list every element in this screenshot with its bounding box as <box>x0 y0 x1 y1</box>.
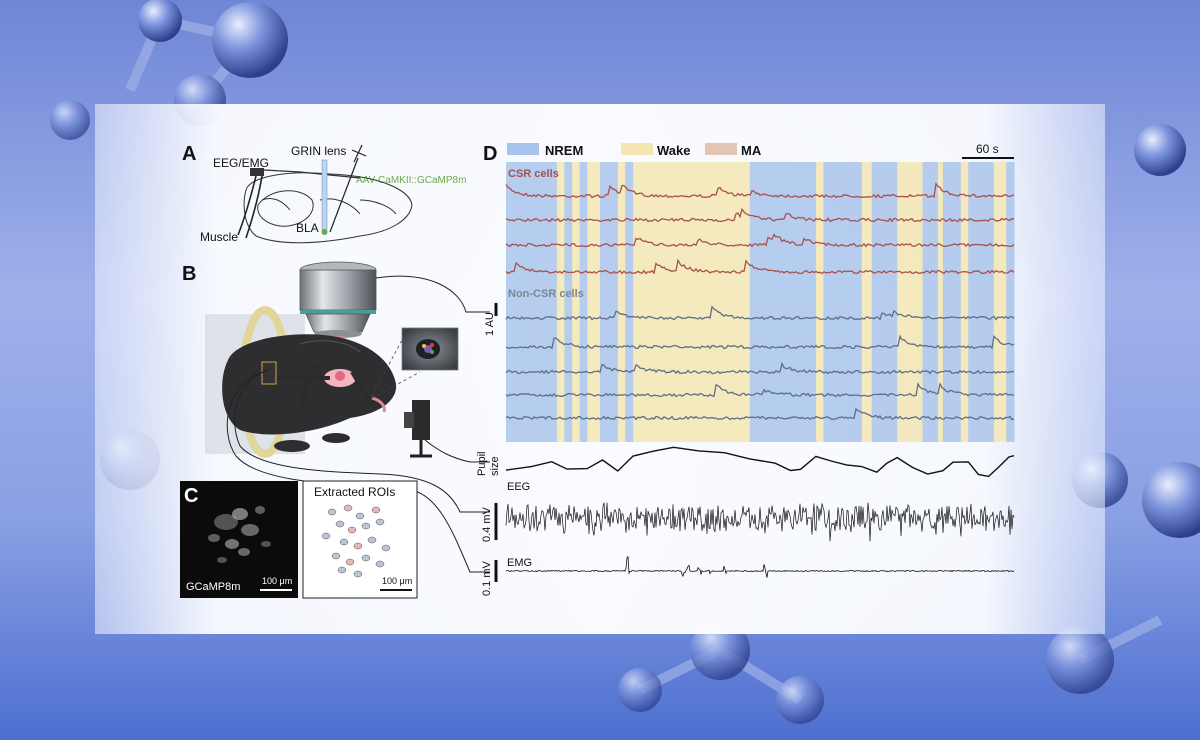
panel-letter-d: D <box>483 143 497 165</box>
state-band <box>922 162 939 442</box>
head-plate <box>270 358 376 410</box>
state-band <box>617 162 626 442</box>
panel-letter-b: B <box>182 263 196 285</box>
muscle-label: Muscle <box>200 230 238 244</box>
state-band <box>1006 162 1015 442</box>
pupil-trace <box>505 446 1015 478</box>
legend-label-ma: MA <box>741 143 762 158</box>
legend-swatch-wake <box>621 143 653 155</box>
emg-label: EMG <box>507 557 532 569</box>
rois-title: Extracted ROIs <box>314 485 395 499</box>
panel-c: C GCaMP8m 100 μm Extracted ROIs <box>180 480 418 599</box>
sleep-state-legend: NREM Wake MA <box>507 143 762 158</box>
state-band <box>587 162 601 442</box>
eeg-emg-label: EEG/EMG <box>213 156 269 170</box>
gcamp-cells <box>208 506 271 563</box>
cell-trace <box>505 334 1015 350</box>
state-band <box>579 162 588 442</box>
pupil-label-2: size <box>489 456 501 476</box>
eeg-label: EEG <box>507 481 530 493</box>
emg-trace <box>505 555 1015 578</box>
pupil-label-1: Pupil <box>476 452 488 476</box>
state-band <box>506 162 558 442</box>
eeg-scale-label: 0.4 mV <box>481 506 493 542</box>
virus-label: AAV-CaMKII::GCaMP8m <box>356 175 466 186</box>
emg-scale-label: 0.1 mV <box>481 560 493 596</box>
objective-lens-icon <box>299 261 377 338</box>
panel-letter-a: A <box>182 143 196 165</box>
cell-trace <box>505 381 1015 398</box>
scale-label-c2: 100 μm <box>382 576 412 586</box>
legend-label-wake: Wake <box>657 143 690 158</box>
grin-lens-icon <box>321 159 328 235</box>
eeg-headstage-icon <box>237 168 361 239</box>
state-band <box>993 162 1007 442</box>
cell-trace <box>505 305 1015 321</box>
csr-cells-label: CSR cells <box>508 168 559 180</box>
state-band <box>960 162 969 442</box>
legend-label-nrem: NREM <box>545 143 583 158</box>
mouse-brain-outline <box>243 172 413 244</box>
legend-swatch-ma <box>705 143 737 155</box>
panel-a: A EEG/EMG GRIN lens AAV-CaMKII::GCaMP8m … <box>182 143 466 244</box>
cell-trace <box>505 361 1015 375</box>
bla-label: BLA <box>296 221 319 235</box>
state-band <box>861 162 873 442</box>
state-band <box>633 162 751 442</box>
calcium-traces <box>505 182 1015 421</box>
state-band <box>942 162 962 442</box>
time-scale-label: 60 s <box>976 142 999 156</box>
noncsr-cells-label: Non-CSR cells <box>508 288 584 300</box>
state-band <box>749 162 817 442</box>
state-band <box>968 162 995 442</box>
panel-b: B <box>182 261 490 573</box>
gcamp-image <box>180 481 298 598</box>
au-scale-label: 1 AU <box>484 312 496 336</box>
cell-trace <box>505 233 1015 248</box>
state-band <box>897 162 924 442</box>
cell-trace <box>505 207 1015 223</box>
state-band <box>564 162 573 442</box>
syringe-icon <box>329 144 367 233</box>
eye-inset-lines <box>371 339 421 399</box>
state-band <box>937 162 944 442</box>
legend-swatch-nrem <box>507 143 539 155</box>
sleep-state-bands <box>506 162 1015 442</box>
state-band <box>556 162 565 442</box>
scale-label-c1: 100 μm <box>262 576 292 586</box>
pupil-tracking-inset <box>401 327 459 371</box>
state-band <box>625 162 634 442</box>
state-band <box>871 162 898 442</box>
gcamp-label: GCaMP8m <box>186 581 240 593</box>
eeg-trace <box>505 502 1015 542</box>
cell-trace <box>505 182 1015 199</box>
roi-shapes <box>321 504 391 578</box>
state-band <box>815 162 824 442</box>
grin-lens-label: GRIN lens <box>291 144 346 158</box>
panel-letter-c: C <box>184 485 198 507</box>
cell-trace <box>505 407 1015 421</box>
cell-trace <box>505 258 1015 275</box>
rois-image <box>302 480 418 599</box>
state-band <box>599 162 619 442</box>
camera-icon <box>404 400 432 458</box>
panel-d: D NREM Wake MA 60 s CSR cells Non-CSR ce… <box>476 142 1015 596</box>
state-band <box>572 162 581 442</box>
state-band <box>823 162 863 442</box>
headstage-connector <box>261 361 277 385</box>
